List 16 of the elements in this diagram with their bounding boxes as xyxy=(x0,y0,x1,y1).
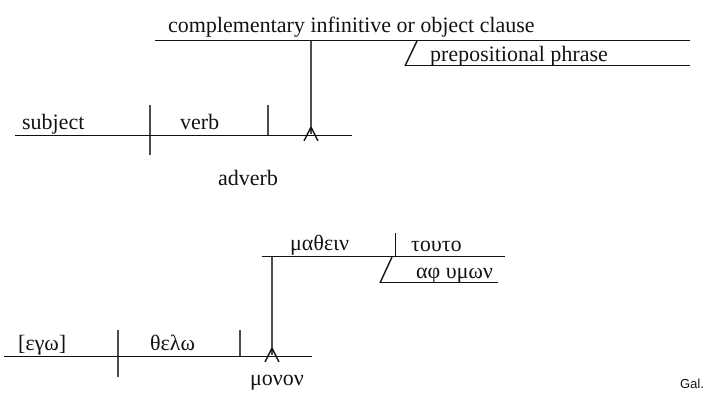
pedestal-line xyxy=(303,41,319,142)
word-label: [εγω] xyxy=(4,331,118,357)
connector-line xyxy=(379,256,393,284)
pedestal-line xyxy=(264,257,280,363)
word-label: subject xyxy=(15,110,150,136)
connector-line xyxy=(404,40,418,66)
word-label: verb xyxy=(150,110,352,136)
word-label: τουτο xyxy=(395,233,505,257)
word-label: complementary infinitive or object clause xyxy=(155,10,690,41)
word-label: adverb xyxy=(218,166,278,190)
word-label: μαθειν xyxy=(262,231,395,257)
word-label: θελω xyxy=(118,331,312,357)
reference-note: Gal. xyxy=(680,375,704,393)
word-label: αφ υμων xyxy=(380,261,498,283)
word-label: prepositional phrase xyxy=(405,43,690,66)
word-label: μονον xyxy=(250,366,304,390)
